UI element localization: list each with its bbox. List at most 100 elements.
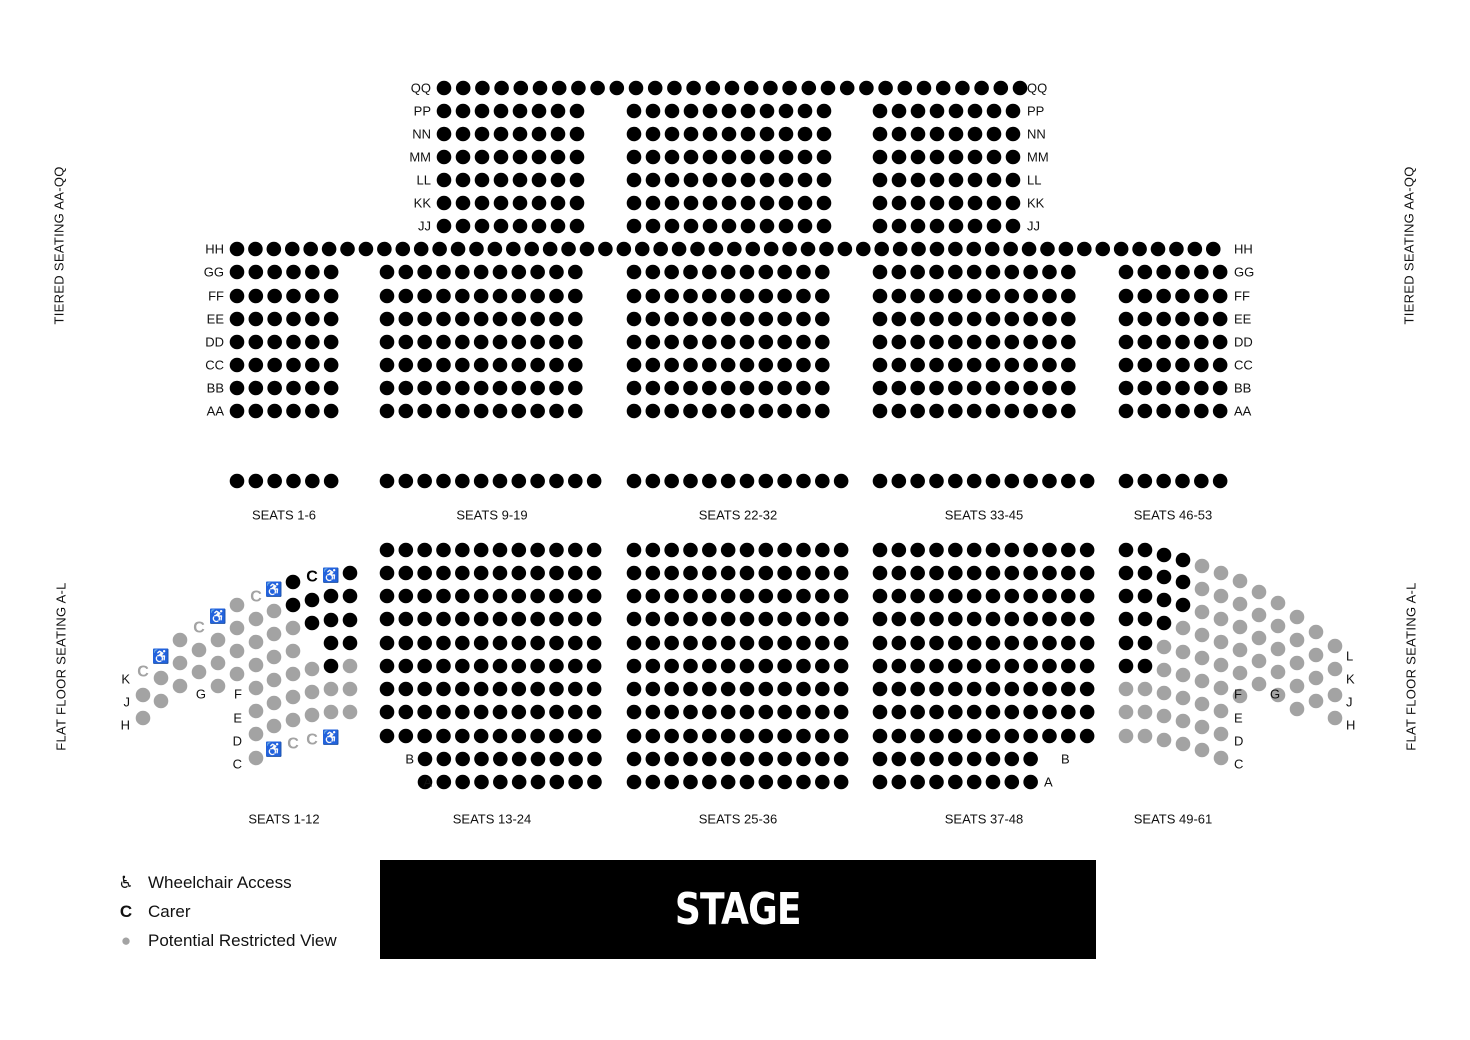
seat[interactable] [683, 172, 699, 188]
seat[interactable] [1004, 380, 1020, 396]
seat-restricted[interactable] [323, 681, 339, 697]
seat[interactable] [492, 311, 508, 327]
seat[interactable] [626, 611, 642, 627]
seat[interactable] [492, 681, 508, 697]
seat[interactable] [985, 774, 1001, 790]
seat[interactable] [967, 149, 983, 165]
seat[interactable] [1004, 728, 1020, 744]
seat[interactable] [985, 403, 1001, 419]
seat[interactable] [948, 288, 963, 304]
seat[interactable] [229, 357, 245, 373]
seat[interactable] [398, 611, 414, 627]
seat[interactable] [1156, 311, 1171, 327]
seat[interactable] [474, 195, 490, 211]
seat[interactable] [777, 774, 792, 790]
seat[interactable] [487, 241, 503, 257]
seat[interactable] [473, 611, 489, 627]
seat[interactable] [683, 565, 698, 581]
seat[interactable] [664, 149, 680, 165]
seat[interactable] [948, 380, 963, 396]
seat[interactable] [986, 218, 1002, 234]
seat[interactable] [587, 774, 602, 790]
seat[interactable] [473, 473, 489, 489]
seat[interactable] [645, 611, 661, 627]
seat[interactable] [948, 611, 963, 627]
seat[interactable] [910, 195, 926, 211]
seat[interactable] [550, 172, 566, 188]
seat[interactable] [398, 588, 414, 604]
seat[interactable] [1118, 357, 1134, 373]
seat[interactable] [474, 103, 490, 119]
seat[interactable] [286, 264, 301, 280]
seat[interactable] [342, 588, 358, 604]
seat[interactable] [664, 774, 679, 790]
seat[interactable] [568, 380, 583, 396]
seat[interactable] [305, 357, 320, 373]
seat[interactable] [702, 195, 718, 211]
seat-restricted[interactable] [1270, 595, 1286, 611]
seat[interactable] [1118, 611, 1134, 627]
seat[interactable] [511, 751, 527, 767]
seat[interactable] [248, 473, 264, 489]
seat[interactable] [342, 565, 358, 581]
seat[interactable] [815, 542, 830, 558]
seat[interactable] [929, 542, 944, 558]
seat[interactable] [739, 264, 755, 280]
seat[interactable] [872, 774, 888, 790]
seat[interactable] [948, 751, 963, 767]
seat[interactable] [777, 334, 792, 350]
seat[interactable] [739, 357, 755, 373]
seat[interactable] [492, 473, 508, 489]
seat[interactable] [267, 380, 282, 396]
seat-restricted[interactable] [1308, 624, 1324, 640]
seat[interactable] [758, 611, 774, 627]
seat[interactable] [455, 611, 470, 627]
seat[interactable] [229, 334, 245, 350]
seat-restricted[interactable] [229, 666, 245, 682]
seat[interactable] [739, 611, 755, 627]
seat[interactable] [1212, 473, 1228, 489]
seat[interactable] [512, 126, 528, 142]
seat[interactable] [626, 728, 642, 744]
seat-restricted[interactable] [1194, 696, 1210, 712]
seat[interactable] [398, 681, 414, 697]
seat-restricted[interactable] [229, 643, 245, 659]
seat[interactable] [796, 611, 811, 627]
seat[interactable] [891, 195, 907, 211]
seat[interactable] [891, 611, 907, 627]
seat[interactable] [1137, 264, 1153, 280]
seat-restricted[interactable] [135, 710, 151, 726]
seat[interactable] [248, 380, 264, 396]
seat[interactable] [833, 658, 849, 674]
seat-restricted[interactable] [1251, 584, 1267, 600]
seat[interactable] [910, 103, 926, 119]
seat[interactable] [1132, 241, 1147, 257]
seat[interactable] [910, 357, 925, 373]
seat[interactable] [720, 704, 736, 720]
seat[interactable] [626, 565, 642, 581]
seat[interactable] [911, 241, 926, 257]
seat[interactable] [796, 473, 811, 489]
seat[interactable] [267, 403, 282, 419]
seat-restricted[interactable] [285, 643, 301, 659]
seat[interactable] [683, 774, 698, 790]
seat[interactable] [664, 334, 679, 350]
seat[interactable] [797, 149, 813, 165]
seat[interactable] [569, 126, 585, 142]
seat[interactable] [667, 80, 682, 96]
seat[interactable] [702, 126, 718, 142]
seat-restricted[interactable] [266, 718, 282, 734]
seat-restricted[interactable] [172, 655, 188, 671]
seat[interactable] [985, 658, 1001, 674]
seat[interactable] [436, 542, 451, 558]
seat[interactable] [511, 635, 527, 651]
seat[interactable] [323, 403, 339, 419]
seat[interactable] [739, 380, 755, 396]
seat[interactable] [286, 403, 301, 419]
seat[interactable] [511, 288, 527, 304]
seat-restricted[interactable] [1327, 710, 1343, 726]
seat[interactable] [455, 704, 470, 720]
seat-restricted[interactable] [1308, 647, 1324, 663]
seat[interactable] [833, 681, 849, 697]
seat[interactable] [1156, 592, 1172, 608]
